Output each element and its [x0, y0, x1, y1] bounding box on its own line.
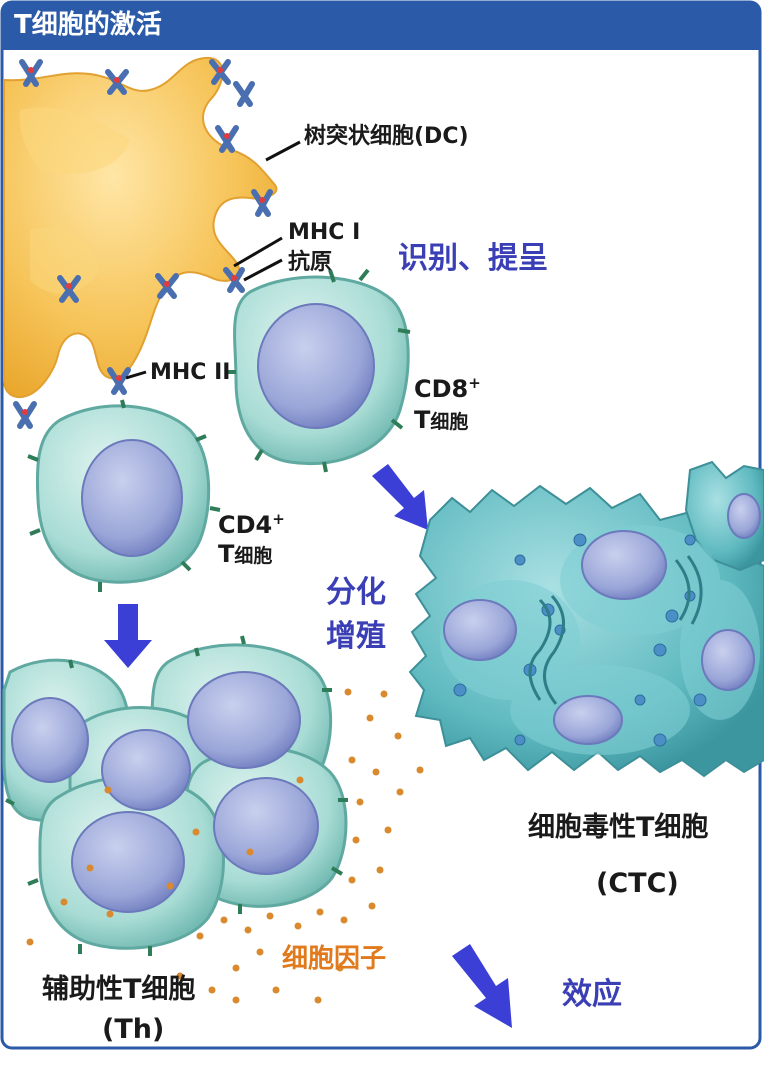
mhc1-label: MHC I [288, 220, 361, 245]
antigen-dots [22, 67, 265, 415]
mhc2-label: MHC II [150, 360, 231, 385]
page-title: T细胞的激活 [14, 10, 162, 40]
differentiation-label: 分化 [326, 575, 386, 610]
cd4-t-cell [27, 399, 221, 592]
antigen-label: 抗原 [288, 250, 333, 275]
cytokine-label: 细胞因子 [282, 944, 387, 974]
ctc-label: 细胞毒性T细胞 [528, 812, 709, 843]
th-abbr-label: (Th) [102, 1014, 165, 1045]
dc-label: 树突状细胞(DC) [304, 124, 469, 149]
proliferation-label: 增殖 [326, 619, 386, 654]
recognize-label: 识别、提呈 [398, 241, 548, 276]
cd8-t-cell [226, 268, 411, 473]
pointer-lines [125, 140, 301, 380]
ctc-abbr-label: (CTC) [596, 868, 679, 899]
cd8-label: CD8+ [414, 374, 481, 403]
cd4-label: CD4+ [218, 510, 285, 539]
arrow-icons [104, 464, 512, 1028]
cd4-t-label: T细胞 [218, 540, 273, 568]
cytokine-dots [26, 688, 424, 1004]
ctc-cell-cluster [408, 460, 764, 778]
th-cell-cluster [2, 635, 348, 956]
th-label: 辅助性T细胞 [42, 974, 196, 1005]
effect-label: 效应 [562, 977, 622, 1012]
cd8-t-label: T细胞 [414, 406, 469, 434]
